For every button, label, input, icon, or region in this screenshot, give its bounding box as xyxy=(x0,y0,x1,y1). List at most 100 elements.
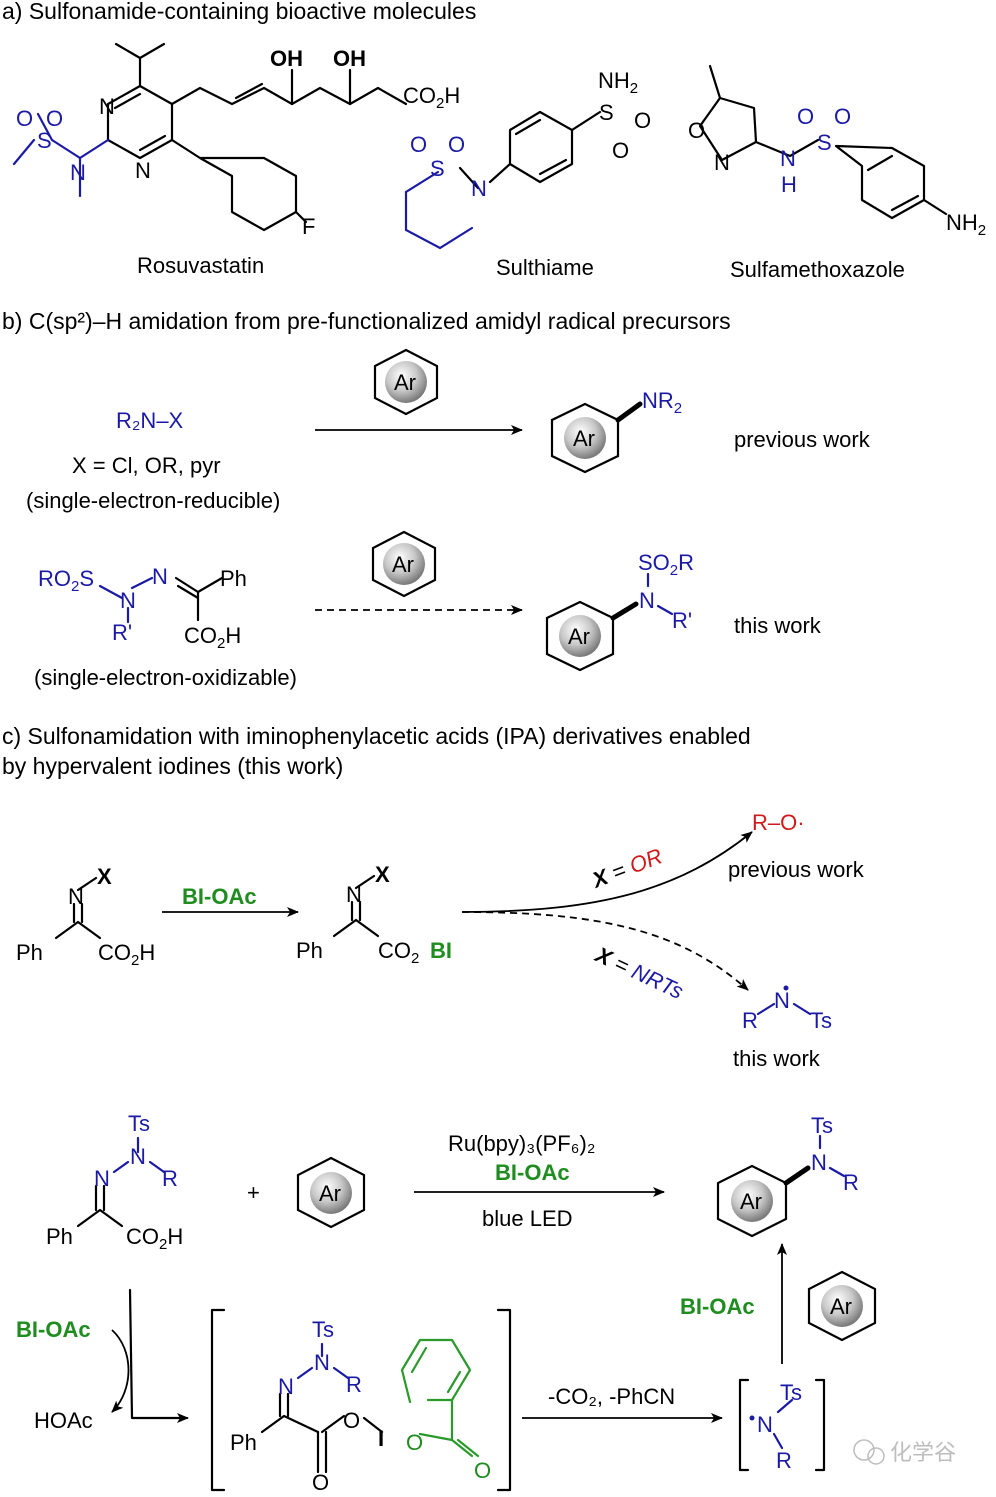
svg-text:R: R xyxy=(742,1008,758,1033)
svg-text:CO2H: CO2H xyxy=(126,1224,183,1253)
svg-text:N: N xyxy=(278,1374,294,1399)
note-reducible: (single-electron-reducible) xyxy=(26,488,280,513)
svg-text:Ar: Ar xyxy=(573,426,595,451)
svg-text:Ar: Ar xyxy=(394,370,416,395)
alkoxy-radical: R–O· xyxy=(752,810,805,835)
watermark: 化学谷 xyxy=(853,1439,956,1465)
byproducts-label: -CO₂, -PhCN xyxy=(548,1384,675,1409)
svg-text:R: R xyxy=(776,1448,792,1473)
label-previous-work-c: previous work xyxy=(728,857,865,882)
sulfamethoxazole-structure xyxy=(698,64,948,220)
svg-text:CO2H: CO2H xyxy=(98,940,155,969)
svg-text:N: N xyxy=(120,588,136,613)
panel-c-header-1: c) Sulfonamidation with iminophenylaceti… xyxy=(2,723,751,749)
svg-text:O: O xyxy=(406,1430,423,1455)
panel-c-header-2: by hypervalent iodines (this work) xyxy=(2,753,343,779)
bi-oac-label-2: BI-OAc xyxy=(495,1160,570,1185)
ar-product-bottom: Ar xyxy=(545,572,674,672)
svg-text:N: N xyxy=(68,884,84,909)
molecule-name-1: Rosuvastatin xyxy=(137,253,264,278)
panel-b-header: b) C(sp²)–H amidation from pre-functiona… xyxy=(2,308,731,334)
amidyl-radical-top xyxy=(756,985,812,1016)
svg-text:Ph: Ph xyxy=(16,940,43,965)
bi-oac-label-3: BI-OAc xyxy=(16,1317,91,1342)
branch-arrow-previous xyxy=(461,831,753,913)
ar-reagent-bottom: Ar xyxy=(371,530,437,598)
svg-text:Ar: Ar xyxy=(319,1181,341,1206)
note-oxidizable: (single-electron-oxidizable) xyxy=(34,665,297,690)
svg-text:SO2R: SO2R xyxy=(638,550,694,579)
svg-text:R: R xyxy=(843,1170,859,1195)
svg-text:H: H xyxy=(781,172,797,197)
ipa-acid xyxy=(54,876,102,940)
panel-a-header: a) Sulfonamide-containing bioactive mole… xyxy=(2,0,476,24)
svg-text:Ts: Ts xyxy=(811,1113,833,1138)
svg-text:S: S xyxy=(599,100,614,125)
ipa-bi-ester xyxy=(332,874,380,938)
hoac-label: HOAc xyxy=(34,1408,93,1433)
svg-text:O: O xyxy=(834,104,851,129)
svg-text:O: O xyxy=(312,1470,329,1495)
svg-text:N: N xyxy=(811,1150,827,1175)
svg-text:S: S xyxy=(37,128,52,153)
svg-text:N: N xyxy=(130,1144,146,1169)
curved-arrow-hoac xyxy=(111,1329,130,1413)
svg-text:N: N xyxy=(757,1412,773,1437)
hydrazone-precursor xyxy=(98,576,224,624)
plus-sign: + xyxy=(247,1180,260,1205)
ipa-nrts-substrate xyxy=(76,1136,166,1228)
svg-text:RO2S: RO2S xyxy=(38,566,94,595)
x-eq-nrts-label: X = NRTs xyxy=(590,941,687,1004)
label-this-work-c: this work xyxy=(733,1046,821,1071)
svg-text:N: N xyxy=(94,1166,110,1191)
ar-reagent-top: Ar xyxy=(373,348,439,416)
svg-text:O: O xyxy=(474,1458,491,1483)
svg-text:Ph: Ph xyxy=(46,1224,73,1249)
svg-text:O: O xyxy=(410,132,427,157)
svg-text:N: N xyxy=(714,150,730,175)
svg-text:S: S xyxy=(430,156,445,181)
bi-oac-label-1: BI-OAc xyxy=(182,884,257,909)
sulthiame-structure xyxy=(404,110,602,250)
svg-text:N: N xyxy=(346,882,362,907)
svg-text:R: R xyxy=(162,1166,178,1191)
svg-text:NR2: NR2 xyxy=(642,388,682,417)
svg-text:F: F xyxy=(302,214,315,239)
reagent-r2nx: R₂N–X xyxy=(116,408,184,433)
svg-text:O: O xyxy=(46,106,63,131)
svg-text:OH: OH xyxy=(270,46,303,71)
svg-text:O: O xyxy=(448,132,465,157)
ar-arene-mechanism: Ar xyxy=(807,1270,877,1342)
svg-text:CO2: CO2 xyxy=(378,938,419,967)
svg-text:OH: OH xyxy=(333,46,366,71)
x-definition: X = Cl, OR, pyr xyxy=(72,453,221,478)
ar-arene-c: Ar xyxy=(296,1156,366,1229)
svg-text:Ar: Ar xyxy=(568,624,590,649)
svg-text:O: O xyxy=(688,118,705,143)
ar-product-top: Ar xyxy=(550,401,643,474)
svg-text:CO2H: CO2H xyxy=(184,623,241,652)
svg-text:N: N xyxy=(70,160,86,185)
svg-text:Ts: Ts xyxy=(780,1380,802,1405)
svg-text:Ar: Ar xyxy=(392,552,414,577)
svg-text:Ts: Ts xyxy=(312,1317,334,1342)
molecule-name-2: Sulthiame xyxy=(496,255,594,280)
svg-text:Ar: Ar xyxy=(740,1189,762,1214)
catalyst-label: Ru(bpy)₃(PF₆)₂ xyxy=(448,1131,595,1156)
svg-text:N: N xyxy=(314,1350,330,1375)
bi-oac-label-4: BI-OAc xyxy=(680,1294,755,1319)
svg-text:O: O xyxy=(343,1408,360,1433)
label-this-work-b: this work xyxy=(734,613,822,638)
svg-text:N: N xyxy=(152,564,168,589)
svg-text:Ph: Ph xyxy=(220,566,247,591)
svg-text:BI: BI xyxy=(430,938,452,963)
svg-text:O: O xyxy=(634,108,651,133)
svg-text:I: I xyxy=(378,1426,384,1451)
svg-text:NH2: NH2 xyxy=(946,210,986,239)
svg-text:N: N xyxy=(135,158,151,183)
svg-text:S: S xyxy=(817,130,832,155)
svg-text:Ph: Ph xyxy=(296,938,323,963)
svg-text:N: N xyxy=(774,988,790,1013)
svg-text:化学谷: 化学谷 xyxy=(890,1440,956,1465)
